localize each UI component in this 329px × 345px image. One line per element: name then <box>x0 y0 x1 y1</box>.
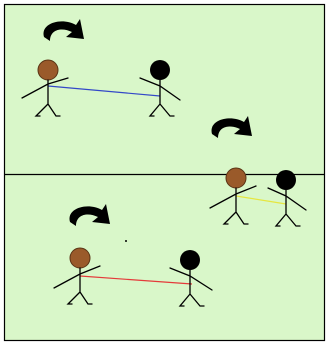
stick-figure-black-top <box>139 60 181 117</box>
curved-arrow-icon <box>43 19 84 41</box>
stick-figure-brown-top <box>21 59 69 117</box>
frame-border <box>3 3 326 342</box>
stick-figure-brown-bottom <box>53 247 101 305</box>
stick-figure-black-bottom <box>169 250 213 307</box>
connecting-line-bottom <box>79 275 193 285</box>
connecting-line-middle <box>235 195 287 205</box>
curved-arrow-icon <box>211 116 252 138</box>
stray-dot <box>125 240 127 242</box>
stick-figure-black-middle <box>267 170 307 227</box>
curved-arrow-icon <box>69 204 110 226</box>
stick-figure-brown-middle <box>209 167 257 225</box>
bottom-panel <box>4 174 324 341</box>
connecting-line-top <box>47 85 161 97</box>
